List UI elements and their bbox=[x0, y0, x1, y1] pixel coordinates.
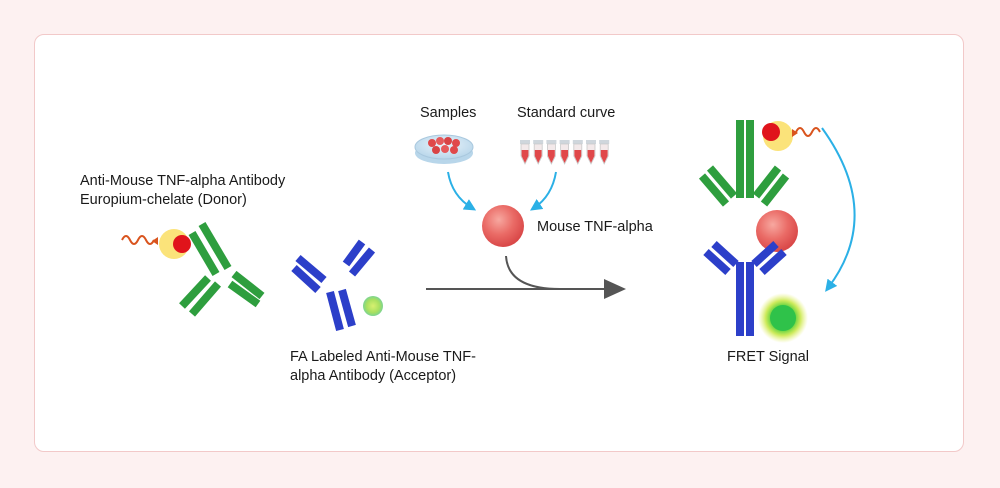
petri-dish-icon bbox=[414, 134, 474, 164]
test-tubes-icon bbox=[520, 140, 610, 165]
energy-transfer-arrow bbox=[821, 127, 856, 292]
bound-tnf-alpha-sphere-icon bbox=[756, 210, 798, 252]
test-tube bbox=[533, 140, 544, 165]
test-tube bbox=[586, 140, 596, 165]
europium-chelate-icon bbox=[159, 229, 191, 259]
test-tube bbox=[520, 140, 530, 165]
test-tube bbox=[572, 140, 583, 165]
bound-donor-antibody-icon bbox=[698, 120, 790, 207]
test-tube bbox=[599, 140, 610, 165]
samples-label: Samples bbox=[420, 105, 477, 121]
emission-arrowhead bbox=[792, 129, 798, 137]
reaction-curve bbox=[505, 255, 561, 290]
excitation-squiggle-icon bbox=[121, 235, 155, 245]
acceptor-label-text: FA Labeled Anti-Mouse TNF- alpha Antibod… bbox=[290, 349, 476, 384]
test-tube bbox=[546, 140, 557, 165]
fret-signal-label: FRET Signal bbox=[727, 349, 809, 365]
reaction-arrowhead bbox=[604, 279, 626, 299]
fret-glow-icon bbox=[758, 293, 808, 343]
bound-acceptor-antibody-icon bbox=[703, 241, 787, 336]
donor-antibody-icon bbox=[179, 221, 265, 317]
test-tube bbox=[559, 140, 570, 165]
acceptor-antibody-icon bbox=[291, 239, 376, 332]
samples-arrow bbox=[447, 171, 477, 211]
fluorescein-dye-icon bbox=[363, 296, 383, 316]
donor-label: Anti-Mouse TNF-alpha Antibody Europium-c… bbox=[80, 172, 285, 210]
excitation-arrowhead bbox=[152, 237, 158, 245]
analyte-label: Mouse TNF-alpha bbox=[537, 219, 653, 235]
tnf-alpha-sphere-icon bbox=[482, 205, 524, 247]
standard-curve-arrow bbox=[530, 171, 557, 211]
standard-curve-label: Standard curve bbox=[517, 105, 616, 121]
donor-label-text: Anti-Mouse TNF-alpha Antibody Europium-c… bbox=[80, 173, 286, 208]
bound-europium-chelate-icon bbox=[762, 121, 793, 151]
acceptor-label: FA Labeled Anti-Mouse TNF- alpha Antibod… bbox=[290, 348, 476, 386]
emission-squiggle-icon bbox=[795, 127, 821, 137]
